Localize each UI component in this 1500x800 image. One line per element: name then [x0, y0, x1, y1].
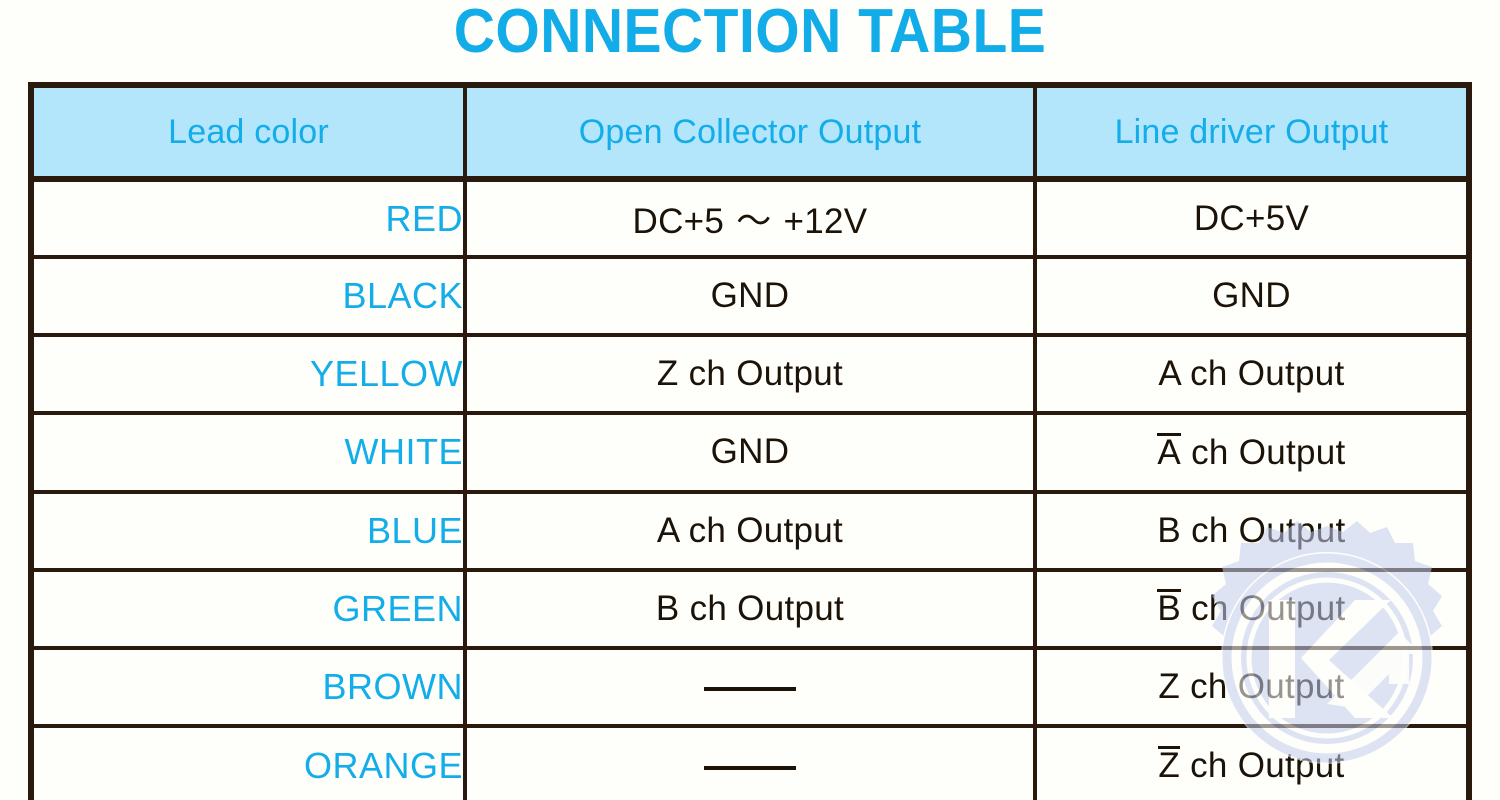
cell-text: ch Output [1181, 589, 1346, 629]
open-collector-output-cell: DC+5 〜 +12V [465, 179, 1037, 260]
lead-color-yellow: YELLOW [34, 335, 467, 416]
line-driver-output-cell: Z ch Output [1035, 726, 1466, 800]
line-driver-output-cell: A ch Output [1035, 413, 1466, 494]
open-collector-output-cell: GND [465, 257, 1037, 338]
cell-text: +12V [773, 202, 868, 242]
lead-color-orange: ORANGE [34, 725, 467, 800]
lead-color-white: WHITE [34, 413, 467, 494]
connection-table-element: Lead color Open Collector Output Line dr… [34, 88, 1466, 800]
column-header-open-collector-output: Open Collector Output [465, 88, 1037, 182]
open-collector-output-cell: GND [465, 413, 1037, 494]
table-row: ORANGE Z ch Output [34, 725, 1466, 800]
cell-text: DC+5 [632, 202, 735, 242]
lead-color-green: GREEN [34, 569, 467, 650]
overline-symbol: A [1157, 432, 1182, 472]
open-collector-output-cell: Z ch Output [465, 335, 1037, 416]
open-collector-output-cell [465, 725, 1037, 800]
lead-color-brown: BROWN [34, 647, 467, 728]
overline-symbol: Z [1158, 746, 1181, 786]
no-connection-dash [704, 686, 796, 691]
line-driver-output-cell: B ch Output [1035, 569, 1466, 650]
lead-color-blue: BLUE [34, 491, 467, 572]
open-collector-output-cell: A ch Output [465, 491, 1037, 572]
cell-text: ch Output [1181, 432, 1346, 472]
line-driver-output-cell: B ch Output [1035, 491, 1466, 572]
open-collector-output-cell: B ch Output [465, 569, 1037, 650]
lead-color-black: BLACK [34, 257, 467, 338]
cell-text: ch Output [1180, 746, 1345, 786]
column-header-lead-color: Lead color [34, 88, 467, 182]
wave-dash-symbol: 〜 [736, 202, 772, 242]
line-driver-output-cell: Z ch Output [1035, 647, 1466, 728]
overline-symbol: B [1157, 589, 1182, 629]
column-header-line-driver-output: Line driver Output [1035, 88, 1466, 182]
page-title: CONNECTION TABLE [453, 0, 1047, 66]
line-driver-output-cell: DC+5V [1035, 179, 1466, 260]
connection-table: Lead color Open Collector Output Line dr… [28, 82, 1472, 800]
line-driver-output-cell: GND [1035, 257, 1466, 338]
lead-color-red: RED [34, 179, 467, 260]
open-collector-output-cell [465, 647, 1037, 728]
table-row: BROWN Z ch Output [34, 647, 1466, 728]
table-header-row: Lead color Open Collector Output Line dr… [34, 88, 1466, 182]
no-connection-dash [704, 765, 796, 770]
line-driver-output-cell: A ch Output [1035, 335, 1466, 416]
